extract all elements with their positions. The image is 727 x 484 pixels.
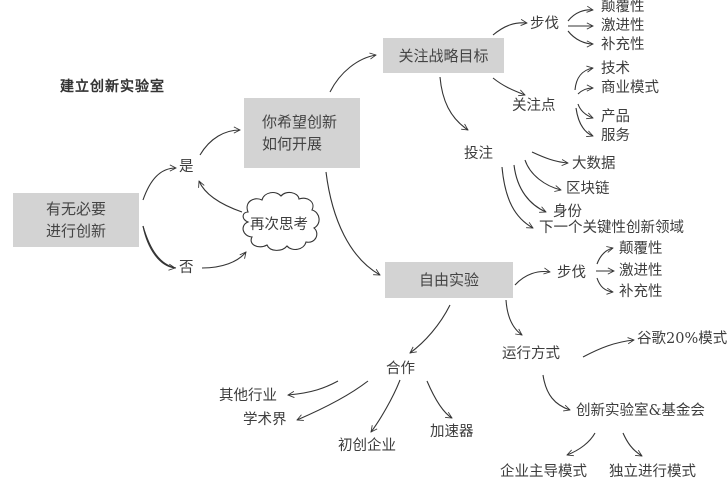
node-how-line1: 你希望创新 <box>262 113 338 131</box>
arrow-free-cooperation <box>410 304 451 353</box>
arrow-pace-3 <box>567 30 593 44</box>
free-pace-item: 颠覆性 <box>619 241 663 257</box>
arrow-yes-how <box>199 130 240 156</box>
arrow-need-no-tip <box>142 225 175 268</box>
arrow-invest-3 <box>513 164 546 212</box>
label-operation: 运行方式 <box>502 346 560 362</box>
operation-sub-item: 独立进行模式 <box>609 464 696 480</box>
label-free-pace: 步伐 <box>557 265 586 281</box>
operation-item-google: 谷歌20%模式 <box>637 331 727 347</box>
arrow-operation-google <box>582 340 634 358</box>
free-pace-item: 补充性 <box>619 284 663 300</box>
node-need-innovation: 有无必要 进行创新 <box>13 193 139 247</box>
arrow-focus-1 <box>574 68 593 91</box>
arrow-focus-2 <box>577 88 593 95</box>
focus-item: 商业模式 <box>601 80 659 96</box>
arrow-coop-startup <box>371 379 401 432</box>
arrow-how-free <box>325 171 380 276</box>
arrow-invest-2 <box>524 159 561 190</box>
arrow-strategic-focus <box>492 77 525 95</box>
focus-item: 技术 <box>601 61 630 77</box>
arrow-lab-sub2 <box>622 432 642 456</box>
focus-item: 服务 <box>601 128 630 144</box>
invest-item: 区块链 <box>566 181 610 197</box>
arrow-coop-academia <box>297 380 369 420</box>
label-no: 否 <box>179 260 194 276</box>
free-pace-item: 激进性 <box>619 263 663 279</box>
node-strategic-goals: 关注战略目标 <box>383 38 504 73</box>
arrow-how-strategic <box>329 55 376 93</box>
strategic-pace-item: 补充性 <box>601 37 645 53</box>
arrow-free-operation <box>505 299 522 335</box>
strategic-pace-item: 激进性 <box>601 18 645 34</box>
operation-item-lab: 创新实验室&基金会 <box>576 403 705 419</box>
cooperation-item: 其他行业 <box>219 388 277 404</box>
arrow-invest-1 <box>531 151 568 163</box>
arrow-strategic-pace <box>492 23 527 36</box>
label-strategic-pace: 步伐 <box>530 16 559 32</box>
invest-item: 身份 <box>553 204 582 220</box>
arrow-need-no <box>142 225 177 269</box>
node-free-experiment: 自由实验 <box>385 262 513 298</box>
arrow-operation-lab <box>542 374 570 410</box>
arrow-coop-other <box>288 380 339 395</box>
cooperation-item: 学术界 <box>243 412 287 428</box>
arrow-pace-1 <box>567 10 593 22</box>
strategic-pace-item: 颠覆性 <box>601 0 645 15</box>
arrow-need-yes <box>142 168 176 201</box>
label-invest: 投注 <box>464 146 493 162</box>
cloud-shape <box>242 191 320 251</box>
diagram-title: 建立创新实验室 <box>60 79 165 95</box>
label-focus: 关注点 <box>512 98 556 114</box>
arrow-invest-4 <box>501 166 533 229</box>
arrow-free-pace-1 <box>596 248 613 265</box>
arrow-free-pace-3 <box>596 277 613 292</box>
node-need-line1: 有无必要 <box>45 200 106 218</box>
node-need-line2: 进行创新 <box>45 222 106 240</box>
node-how-to-innovate: 你希望创新 如何开展 <box>244 98 360 168</box>
operation-sub-item: 企业主导模式 <box>500 464 587 480</box>
arrow-focus-3 <box>577 103 593 118</box>
label-yes: 是 <box>179 159 194 175</box>
cooperation-item: 加速器 <box>430 424 474 440</box>
arrow-coop-accelerator <box>426 380 452 418</box>
invest-item: 下一个关键性创新领域 <box>539 220 684 236</box>
cooperation-item: 初创企业 <box>338 438 396 454</box>
label-cooperation: 合作 <box>386 361 415 377</box>
invest-item: 大数据 <box>572 156 616 172</box>
arrow-strategic-invest <box>439 76 468 130</box>
arrow-no-rethink <box>201 252 246 269</box>
arrow-rethink-yes <box>199 181 243 213</box>
label-rethink: 再次思考 <box>250 217 308 233</box>
node-how-line2: 如何开展 <box>262 135 323 153</box>
arrow-free-pace <box>514 272 550 286</box>
arrow-focus-4 <box>575 107 593 136</box>
focus-item: 产品 <box>601 109 630 125</box>
arrow-lab-sub1 <box>567 432 596 455</box>
